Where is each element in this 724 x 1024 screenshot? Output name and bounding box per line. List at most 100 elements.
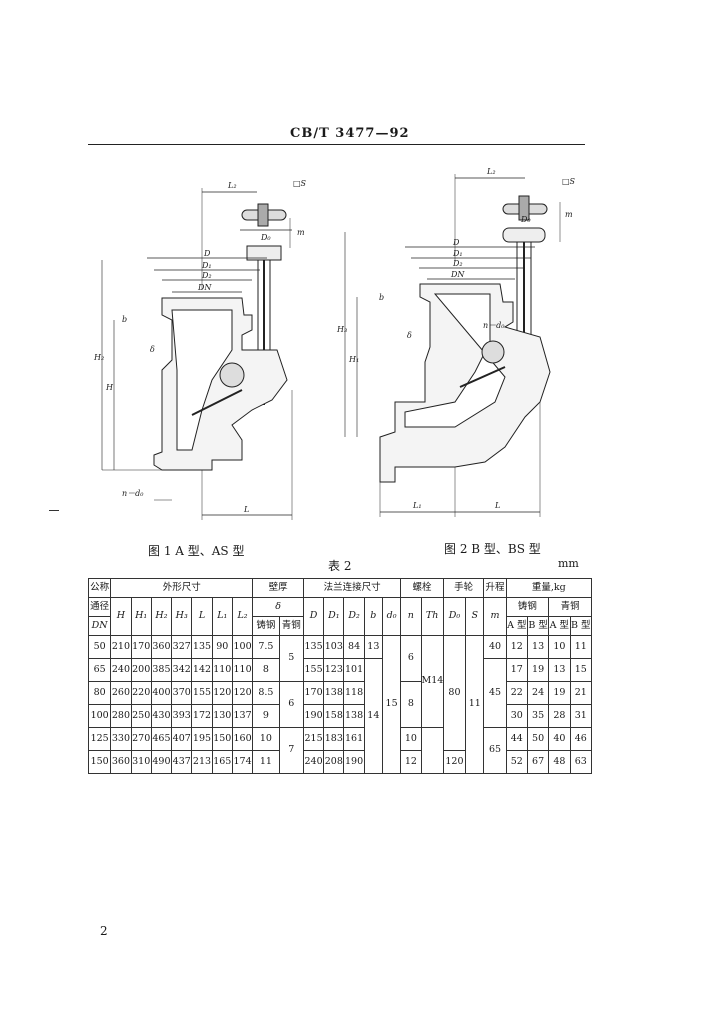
fig2-label-L1: L₁ xyxy=(412,501,422,510)
cell-dn: 150 xyxy=(87,750,112,774)
cell-n: 6 xyxy=(400,635,422,682)
document-code: CB/T 3477—92 xyxy=(290,126,410,141)
cell-D: 155 xyxy=(302,658,325,682)
cell-D: 170 xyxy=(302,681,325,705)
cell-H: 210 xyxy=(110,635,132,659)
cell-H1: 170 xyxy=(130,635,152,659)
cell-H: 360 xyxy=(110,750,132,774)
hdr-type-b-steel: B 型 xyxy=(526,616,550,636)
cell-H3: 393 xyxy=(171,704,193,728)
cell-L1: 90 xyxy=(211,635,233,659)
hdr-D0: D₀ xyxy=(442,597,467,636)
cell-D0: 80 xyxy=(442,635,467,751)
fig1-label-DN: DN xyxy=(197,283,212,292)
hdr-nominal-1: 公称 xyxy=(87,578,112,598)
fig2-label-H1: H₁ xyxy=(348,355,359,364)
fig2-label-L: L xyxy=(494,501,500,510)
cell-H1: 250 xyxy=(130,704,152,728)
hdr-D1: D₁ xyxy=(323,597,345,636)
cell-H3: 407 xyxy=(171,727,193,751)
cell-delta-steel: 8 xyxy=(252,658,280,682)
hdr-L: L xyxy=(191,597,213,636)
cell-D: 215 xyxy=(302,727,325,751)
fig2-label-D2: D₂ xyxy=(452,259,463,268)
cell-H3: 370 xyxy=(171,681,193,705)
fig1-label-L2: L₂ xyxy=(227,181,237,190)
hdr-D2: D₂ xyxy=(343,597,365,636)
fig1-label-D2: D₂ xyxy=(201,271,212,280)
cell-L2: 110 xyxy=(231,658,254,682)
cell-H3: 327 xyxy=(171,635,193,659)
cell-H3: 342 xyxy=(171,658,193,682)
fig2-label-D: D xyxy=(452,238,460,247)
cell-L: 142 xyxy=(191,658,213,682)
hdr-wall-cast-steel: 铸钢 xyxy=(252,616,280,636)
cell-m: 40 xyxy=(483,635,507,659)
fig2-label-b: b xyxy=(379,293,384,302)
table-row: 150 360 310 490 437 213 165 174 11 240 2… xyxy=(87,750,592,774)
cell-D2: 161 xyxy=(343,727,365,751)
hdr-n: n xyxy=(400,597,422,636)
cell-D: 240 xyxy=(302,750,325,774)
cell-w-a-steel: 12 xyxy=(505,635,528,659)
cell-b: 14 xyxy=(363,658,383,774)
cell-delta-steel: 11 xyxy=(252,750,280,774)
fig2-label-S: □S xyxy=(562,177,576,186)
cell-H3: 437 xyxy=(171,750,193,774)
table-row: 80 260 220 400 370 155 120 120 8.5 6 170… xyxy=(87,681,592,728)
cell-L2: 174 xyxy=(231,750,254,774)
cell-H: 260 xyxy=(110,681,132,705)
cell-D2: 84 xyxy=(343,635,365,659)
hdr-H: H xyxy=(110,597,132,636)
hdr-d0: d₀ xyxy=(381,597,402,636)
cell-w-a-bronze: 13 xyxy=(548,658,571,682)
cell-delta-steel: 9 xyxy=(252,704,280,728)
hdr-handwheel: 手轮 xyxy=(442,578,485,598)
cell-L: 135 xyxy=(191,635,213,659)
fig1-label-m: m xyxy=(297,228,305,237)
fig2-label-delta: δ xyxy=(407,331,412,340)
hdr-Th: Th xyxy=(420,597,444,636)
cell-H2: 385 xyxy=(150,658,173,682)
cell-H: 240 xyxy=(110,658,132,682)
hdr-type-a-steel: A 型 xyxy=(505,616,528,636)
cell-m: 65 xyxy=(483,727,507,774)
hdr-weight: 重量,kg xyxy=(505,578,593,598)
cell-D0: 120 xyxy=(442,750,467,774)
cell-L: 195 xyxy=(191,727,213,751)
cell-dn: 80 xyxy=(87,681,112,705)
cell-d0: 15 xyxy=(381,635,402,774)
cell-dn: 100 xyxy=(87,704,112,728)
cell-D1: 158 xyxy=(323,704,345,728)
cell-L1: 130 xyxy=(211,704,233,728)
cell-w-a-bronze: 10 xyxy=(548,635,571,659)
fig1-label-nd0: n－d₀ xyxy=(122,489,144,498)
cell-L2: 100 xyxy=(231,635,254,659)
table-row: 125 330 270 465 407 195 150 160 10 7 215… xyxy=(87,727,592,774)
fig2-label-L2: L₂ xyxy=(486,167,496,176)
cell-n: 8 xyxy=(400,681,422,728)
cell-D1: 208 xyxy=(323,750,345,774)
fig1-label-H: H xyxy=(105,383,114,392)
hdr-H3: H₃ xyxy=(171,597,193,636)
fig1-label-D1: D₁ xyxy=(201,261,212,270)
cell-L1: 150 xyxy=(211,727,233,751)
cell-w-b-steel: 19 xyxy=(526,658,550,682)
hdr-D: D xyxy=(302,597,325,636)
fig2-label-D0: D₀ xyxy=(520,215,531,224)
fig1-label-L: L xyxy=(243,505,249,514)
cell-delta-steel: 7.5 xyxy=(252,635,280,659)
hdr-type-a-bronze: A 型 xyxy=(548,616,571,636)
header-rule xyxy=(88,144,585,145)
fig1-label-b: b xyxy=(122,315,127,324)
cell-H1: 310 xyxy=(130,750,152,774)
cell-H1: 200 xyxy=(130,658,152,682)
margin-mark xyxy=(49,510,59,511)
hdr-L1: L₁ xyxy=(211,597,233,636)
figure-1-caption: 图 1 A 型、AS 型 xyxy=(148,544,245,558)
cell-w-b-bronze: 15 xyxy=(569,658,592,682)
hdr-S: S xyxy=(465,597,485,636)
figure-1-drawing: L₂ □S D₀ m D D₁ D₂ DN H₂ H b δ n－d₀ xyxy=(92,170,307,530)
hdr-wall-bronze: 青铜 xyxy=(278,616,304,636)
cell-D2: 138 xyxy=(343,704,365,728)
